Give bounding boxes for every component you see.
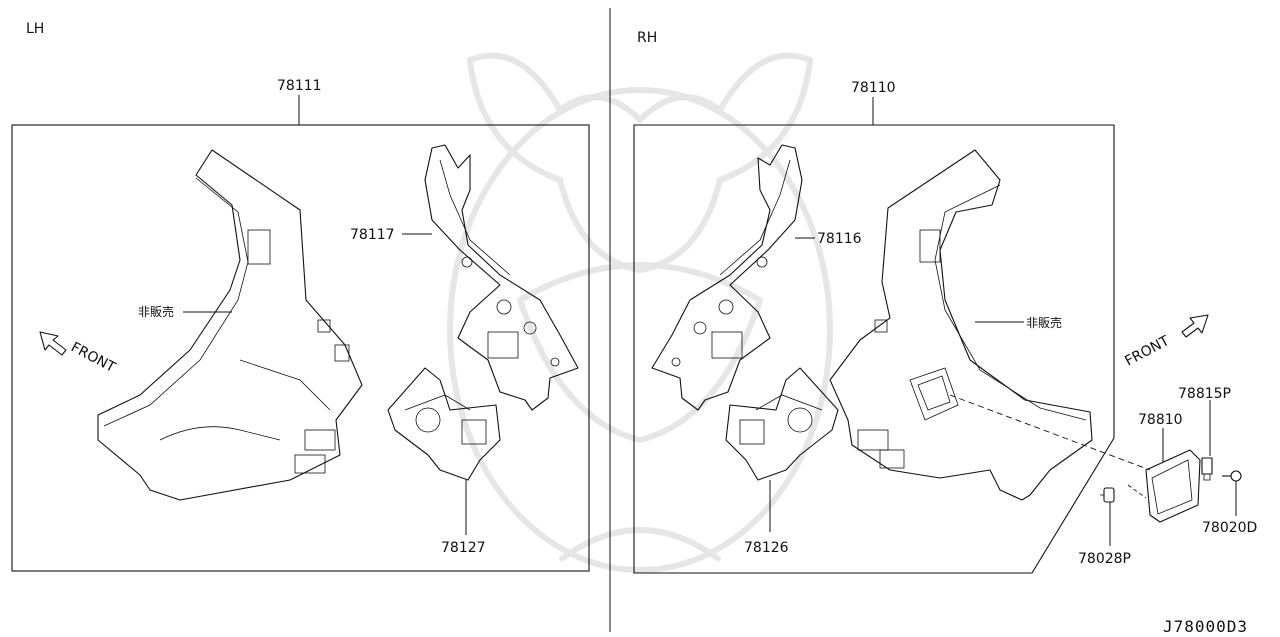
- fuel-lid-drawing: [1145, 449, 1201, 523]
- rh-front-arrow-icon: [1181, 314, 1209, 338]
- part-number-78020D: 78020D: [1202, 520, 1257, 536]
- part-number-78810: 78810: [1138, 412, 1183, 428]
- lid-bumper-drawing: [1100, 487, 1115, 503]
- lid-screw-drawing: [1201, 457, 1213, 481]
- bumper-projection-line: [1127, 484, 1147, 499]
- lh-inner-lower-drawing: [387, 367, 501, 481]
- diagram-code: J78000D3: [1163, 617, 1248, 636]
- section-title-lh: LH: [26, 21, 44, 37]
- lh-outer-panel-drawing: [97, 149, 363, 501]
- section-title-rh: RH: [637, 30, 657, 46]
- lh-inner-upper-drawing: [424, 144, 579, 411]
- lh-front-label: FRONT: [68, 339, 118, 376]
- rh-inner-lower-drawing: [725, 367, 839, 481]
- watermark-emblem: [447, 52, 833, 573]
- part-number-78111: 78111: [277, 78, 322, 94]
- rh-outer-panel-drawing: [829, 149, 1093, 501]
- part-number-78116: 78116: [817, 231, 862, 247]
- part-number-78127: 78127: [441, 540, 486, 556]
- part-number-78126: 78126: [744, 540, 789, 556]
- part-number-78028P: 78028P: [1078, 551, 1131, 567]
- rh-inner-upper-drawing: [651, 144, 803, 411]
- part-number-78110: 78110: [851, 80, 896, 96]
- lh-assembly-frame: [11, 124, 590, 572]
- part-number-78117: 78117: [350, 227, 395, 243]
- lh-not-sold-label: 非販売: [138, 304, 174, 319]
- lid-bolt-drawing: [1222, 470, 1242, 482]
- fuel-lid-projection-line: [949, 394, 1151, 471]
- part-number-78815P: 78815P: [1178, 386, 1231, 402]
- rh-not-sold-label: 非販売: [1026, 315, 1062, 330]
- lh-front-arrow-icon: [39, 331, 67, 356]
- rh-assembly-frame: [633, 124, 1115, 574]
- rh-front-label: FRONT: [1122, 333, 1172, 370]
